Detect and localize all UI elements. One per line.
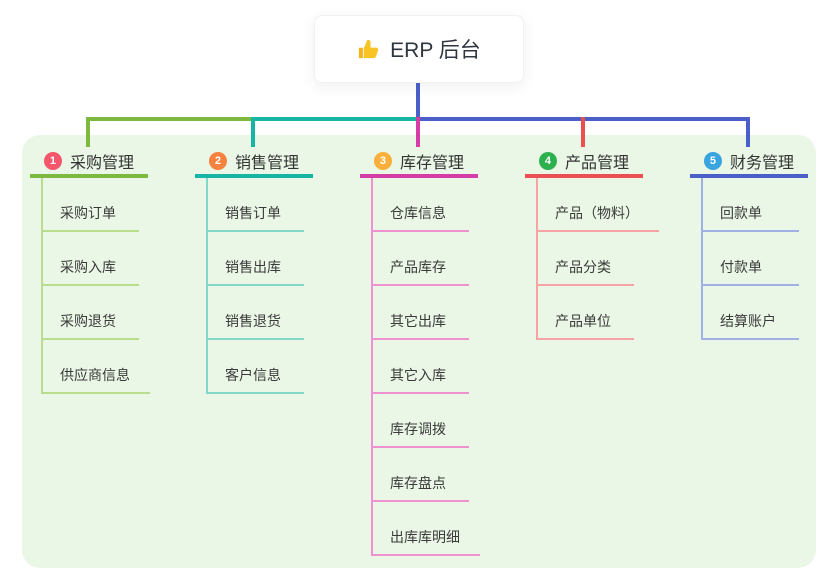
list-item[interactable]: 客户信息 <box>208 340 304 394</box>
branch-number-badge: 3 <box>373 152 392 170</box>
branch-inventory-header[interactable]: 3 库存管理 <box>360 150 478 172</box>
branch-underline <box>690 174 808 178</box>
list-item[interactable]: 结算账户 <box>703 286 799 340</box>
connector-bus-green <box>86 117 255 121</box>
list-item[interactable]: 采购入库 <box>43 232 139 286</box>
branch-item-list: 产品（物料）产品分类产品单位 <box>536 178 659 340</box>
branch-finance-header[interactable]: 5 财务管理 <box>690 150 808 172</box>
branch-item-list: 销售订单销售出库销售退货客户信息 <box>206 178 304 394</box>
branch-underline <box>525 174 643 178</box>
branch-title: 产品管理 <box>564 155 629 172</box>
list-item[interactable]: 销售出库 <box>208 232 304 286</box>
branch-title: 财务管理 <box>729 155 794 172</box>
root-node-label: ERP 后台 <box>390 39 481 62</box>
root-node[interactable]: ERP 后台 <box>314 15 524 83</box>
list-item[interactable]: 出库库明细 <box>373 502 480 556</box>
branch4-drop-line <box>581 117 585 147</box>
branch3-drop-line <box>416 117 420 147</box>
list-item[interactable]: 其它入库 <box>373 340 469 394</box>
list-item[interactable]: 采购订单 <box>43 178 139 232</box>
branch-title: 采购管理 <box>69 155 134 172</box>
branch-underline <box>195 174 313 178</box>
branches-panel <box>22 135 816 568</box>
branch-item-list: 仓库信息产品库存其它出库其它入库库存调拨库存盘点出库库明细 <box>371 178 480 556</box>
branch-title: 销售管理 <box>234 155 299 172</box>
branch2-drop-line <box>251 117 255 147</box>
list-item[interactable]: 产品单位 <box>538 286 634 340</box>
branch-sales-header[interactable]: 2 销售管理 <box>195 150 313 172</box>
connector-bus-blue <box>420 117 750 121</box>
list-item[interactable]: 销售退货 <box>208 286 304 340</box>
branch-number-badge: 5 <box>703 152 722 170</box>
connector-bus-teal <box>255 117 420 121</box>
list-item[interactable]: 其它出库 <box>373 286 469 340</box>
branch-product-header[interactable]: 4 产品管理 <box>525 150 643 172</box>
branch-item-list: 采购订单采购入库采购退货供应商信息 <box>41 178 150 394</box>
branch-underline <box>30 174 148 178</box>
branch-item-list: 回款单付款单结算账户 <box>701 178 799 340</box>
thumbs-up-icon <box>357 38 380 61</box>
list-item[interactable]: 产品（物料） <box>538 178 659 232</box>
list-item[interactable]: 供应商信息 <box>43 340 150 394</box>
branch-number-badge: 1 <box>43 152 62 170</box>
branch5-drop-line <box>746 117 750 147</box>
branch1-drop-line <box>86 117 90 147</box>
list-item[interactable]: 采购退货 <box>43 286 139 340</box>
list-item[interactable]: 销售订单 <box>208 178 304 232</box>
root-connector-line <box>416 83 420 117</box>
list-item[interactable]: 产品分类 <box>538 232 634 286</box>
list-item[interactable]: 产品库存 <box>373 232 469 286</box>
list-item[interactable]: 库存盘点 <box>373 448 469 502</box>
list-item[interactable]: 仓库信息 <box>373 178 469 232</box>
list-item[interactable]: 付款单 <box>703 232 799 286</box>
branch-number-badge: 4 <box>538 152 557 170</box>
branch-title: 库存管理 <box>399 155 464 172</box>
list-item[interactable]: 回款单 <box>703 178 799 232</box>
branch-underline <box>360 174 478 178</box>
list-item[interactable]: 库存调拨 <box>373 394 469 448</box>
branch-purchase-header[interactable]: 1 采购管理 <box>30 150 148 172</box>
branch-number-badge: 2 <box>208 152 227 170</box>
